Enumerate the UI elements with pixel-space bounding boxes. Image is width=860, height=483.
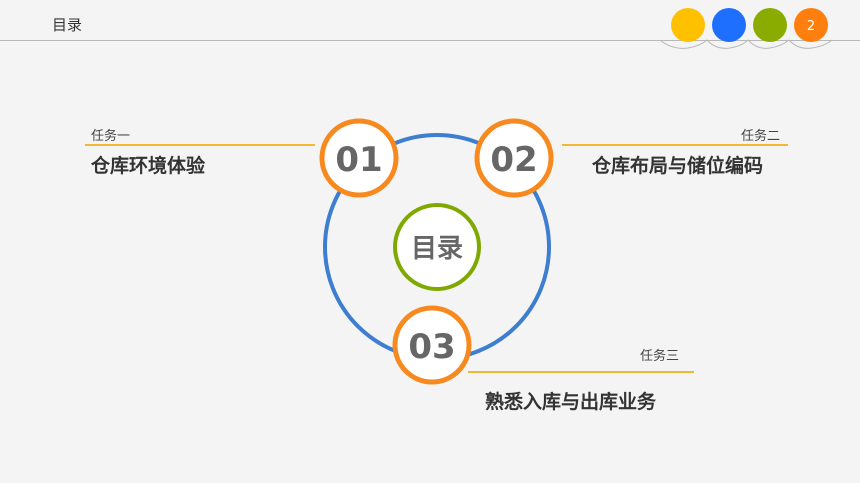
header-dot-blue — [712, 8, 746, 42]
task-3-rule — [468, 371, 694, 373]
slide-header-title: 目录 — [52, 16, 83, 34]
task-node-01-number: 01 — [335, 140, 382, 180]
task-2-label: 任务二 — [741, 129, 781, 144]
header-decoration: 2 — [659, 8, 833, 49]
task-node-02-ring — [474, 118, 554, 198]
task-node-01-ring — [319, 118, 399, 198]
task-2-rule — [562, 144, 788, 146]
center-label: 目录 — [411, 234, 463, 264]
header-dot-orange — [794, 8, 828, 42]
header-dot-yellow — [671, 8, 705, 42]
task-node-02[interactable]: 02 — [474, 118, 554, 198]
page-number: 2 — [807, 19, 815, 34]
header-divider — [0, 40, 860, 41]
task-node-01[interactable]: 01 — [319, 118, 399, 198]
task-3-label: 任务三 — [640, 349, 680, 364]
task-node-03[interactable]: 03 — [392, 305, 472, 385]
task-1-title[interactable]: 仓库环境体验 — [91, 155, 206, 177]
header-wave — [659, 39, 833, 49]
task-1-rule — [85, 144, 315, 146]
task-node-03-number: 03 — [408, 327, 455, 367]
header-dot-green — [753, 8, 787, 42]
center-ring — [393, 203, 481, 291]
task-node-03-ring — [392, 305, 472, 385]
task-3-title[interactable]: 熟悉入库与出库业务 — [485, 391, 657, 413]
task-1-label: 任务一 — [91, 129, 131, 144]
task-node-02-number: 02 — [490, 140, 537, 180]
task-2-title[interactable]: 仓库布局与储位编码 — [592, 155, 764, 177]
